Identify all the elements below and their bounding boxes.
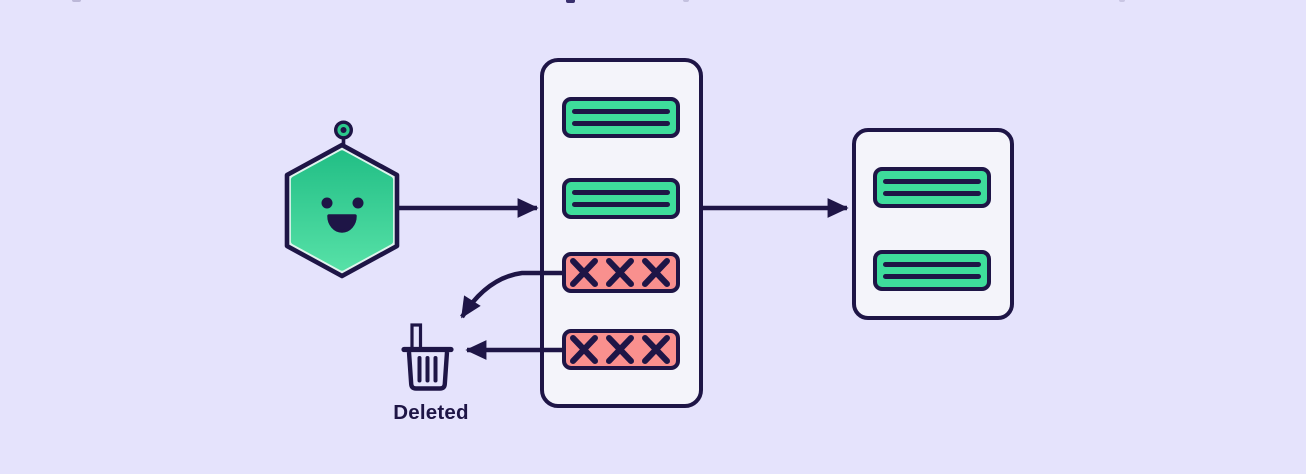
top-edge-crop-artifact bbox=[683, 0, 689, 2]
record-text-line bbox=[882, 273, 981, 279]
deleted-label: Deleted bbox=[393, 401, 469, 424]
record-row-valid bbox=[872, 166, 991, 208]
robot-antenna-icon bbox=[334, 120, 354, 149]
record-text-line bbox=[571, 189, 670, 195]
robot-face bbox=[290, 150, 394, 271]
record-row-valid bbox=[872, 249, 991, 291]
robot-mascot bbox=[284, 120, 400, 279]
record-row-invalid bbox=[561, 251, 680, 293]
record-text-line bbox=[571, 201, 670, 207]
top-edge-crop-artifact bbox=[566, 0, 575, 3]
record-text-line bbox=[571, 108, 670, 114]
record-row-invalid bbox=[561, 328, 680, 370]
robot-eye-right bbox=[352, 197, 364, 209]
record-text-line bbox=[882, 261, 981, 267]
top-edge-crop-artifact bbox=[72, 0, 81, 2]
top-edge-crop-artifact bbox=[1119, 0, 1125, 2]
output-records-panel bbox=[852, 128, 1014, 320]
record-text-line bbox=[882, 178, 981, 184]
record-row-valid bbox=[561, 177, 680, 219]
input-records-panel bbox=[540, 58, 703, 408]
record-row-valid bbox=[561, 96, 680, 138]
robot-eye-left bbox=[321, 197, 333, 209]
record-text-line bbox=[882, 190, 981, 196]
record-text-line bbox=[571, 120, 670, 126]
trash-icon bbox=[401, 323, 454, 391]
robot-mouth bbox=[327, 214, 357, 233]
x-marks-icon bbox=[569, 257, 670, 287]
x-marks-icon bbox=[569, 334, 670, 364]
